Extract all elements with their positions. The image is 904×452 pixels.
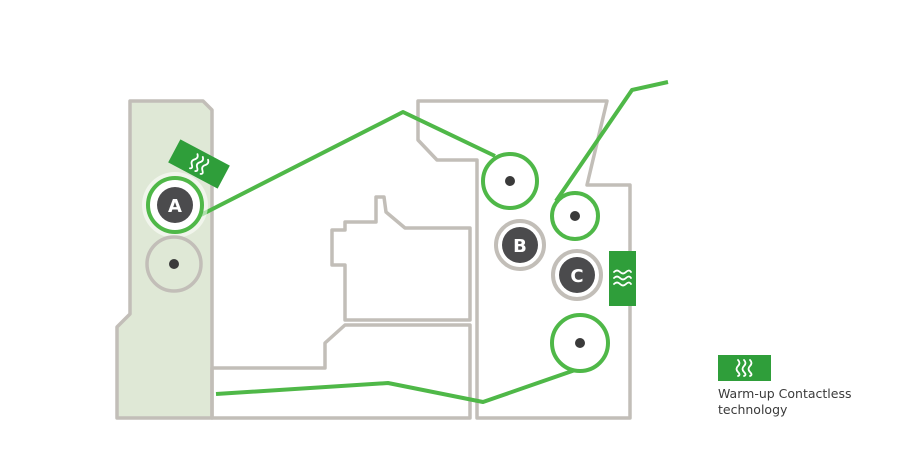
roller-right-small bbox=[550, 191, 600, 241]
roller-c-label: C bbox=[570, 266, 583, 287]
paper-path bbox=[186, 80, 669, 404]
roller-a: A bbox=[142, 172, 208, 238]
roller-left-lower bbox=[145, 235, 203, 293]
heater-a bbox=[168, 139, 230, 189]
legend-label: Warm-up Contactless technology bbox=[718, 386, 852, 417]
heat-waves-icon bbox=[189, 153, 210, 175]
heat-waves-icon bbox=[613, 269, 632, 287]
roller-b: B bbox=[494, 219, 546, 271]
roller-c: C bbox=[547, 245, 607, 305]
roller-a-label: A bbox=[168, 196, 182, 217]
roller-top bbox=[481, 152, 539, 210]
roller-bottom bbox=[550, 313, 610, 373]
heater-c bbox=[609, 251, 636, 306]
roller-b-label: B bbox=[513, 236, 527, 257]
heat-waves-icon bbox=[735, 359, 753, 377]
legend-icon bbox=[718, 355, 771, 381]
bottom-housing bbox=[210, 323, 472, 420]
left-panel bbox=[115, 99, 214, 420]
center-block bbox=[330, 195, 472, 322]
